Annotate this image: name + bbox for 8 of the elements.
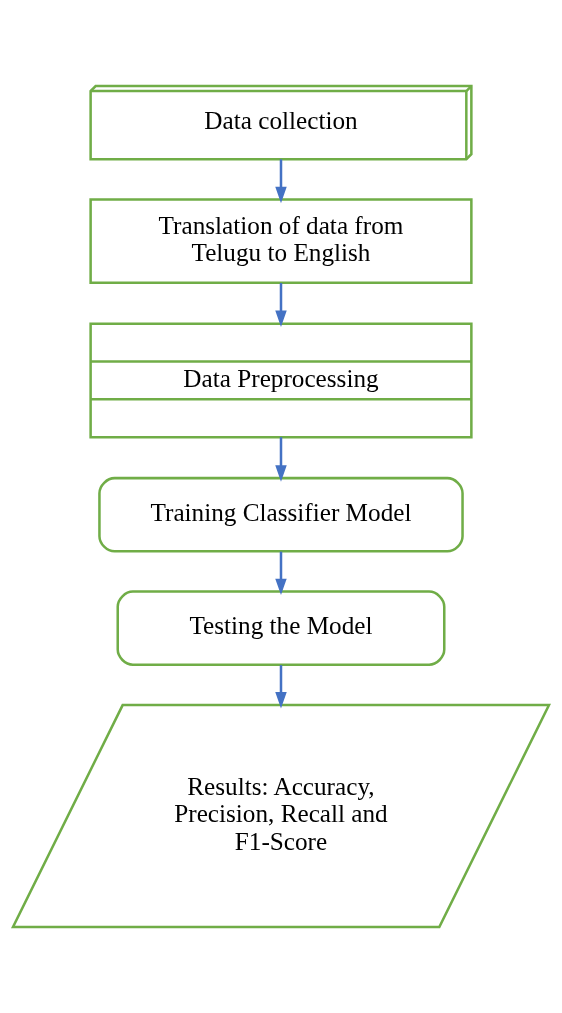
- arrow: [275, 159, 287, 204]
- arrow: [275, 551, 287, 596]
- node-box: Translation of data from Telugu to English: [89, 198, 473, 284]
- node-box: Training Classifier Model: [98, 476, 464, 553]
- arrow: [275, 437, 287, 482]
- node-box: Testing the Model: [116, 590, 446, 666]
- arrow: [275, 665, 287, 709]
- arrow: [275, 283, 287, 327]
